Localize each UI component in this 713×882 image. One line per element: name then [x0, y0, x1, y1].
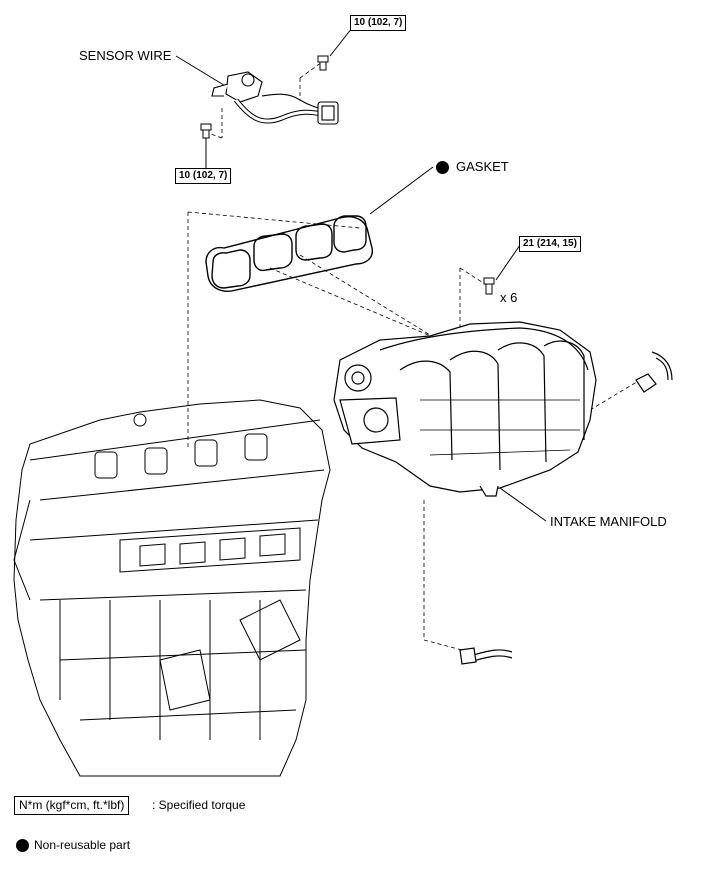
- engine-block: [13, 399, 331, 777]
- intake-manifold-label: INTAKE MANIFOLD: [550, 514, 667, 529]
- legend-non-reusable-icon: [16, 839, 29, 852]
- bolt-quantity-label: x 6: [500, 290, 518, 305]
- torque-spec-left: 10 (102, 7): [175, 168, 232, 184]
- intake-manifold-part: [333, 321, 597, 497]
- legend-non-reusable: Non-reusable part: [34, 838, 131, 852]
- hose-bottom: [459, 647, 513, 665]
- bolt-top: [317, 55, 329, 71]
- hose-right: [635, 351, 673, 393]
- legend-torque-format: N*m (kgf*cm, ft.*lbf): [14, 796, 130, 815]
- torque-spec-top: 10 (102, 7): [350, 15, 407, 31]
- torque-spec-manifold: 21 (214, 15): [519, 236, 581, 252]
- legend-torque-desc: : Specified torque: [152, 798, 246, 812]
- non-reusable-icon: [436, 161, 449, 174]
- manifold-bolt: [483, 277, 495, 295]
- sensor-wire-part: [211, 71, 339, 125]
- sensor-wire-label: SENSOR WIRE: [79, 48, 172, 63]
- bolt-left: [200, 123, 212, 139]
- gasket-label: GASKET: [456, 159, 509, 174]
- gasket-part: [205, 215, 373, 292]
